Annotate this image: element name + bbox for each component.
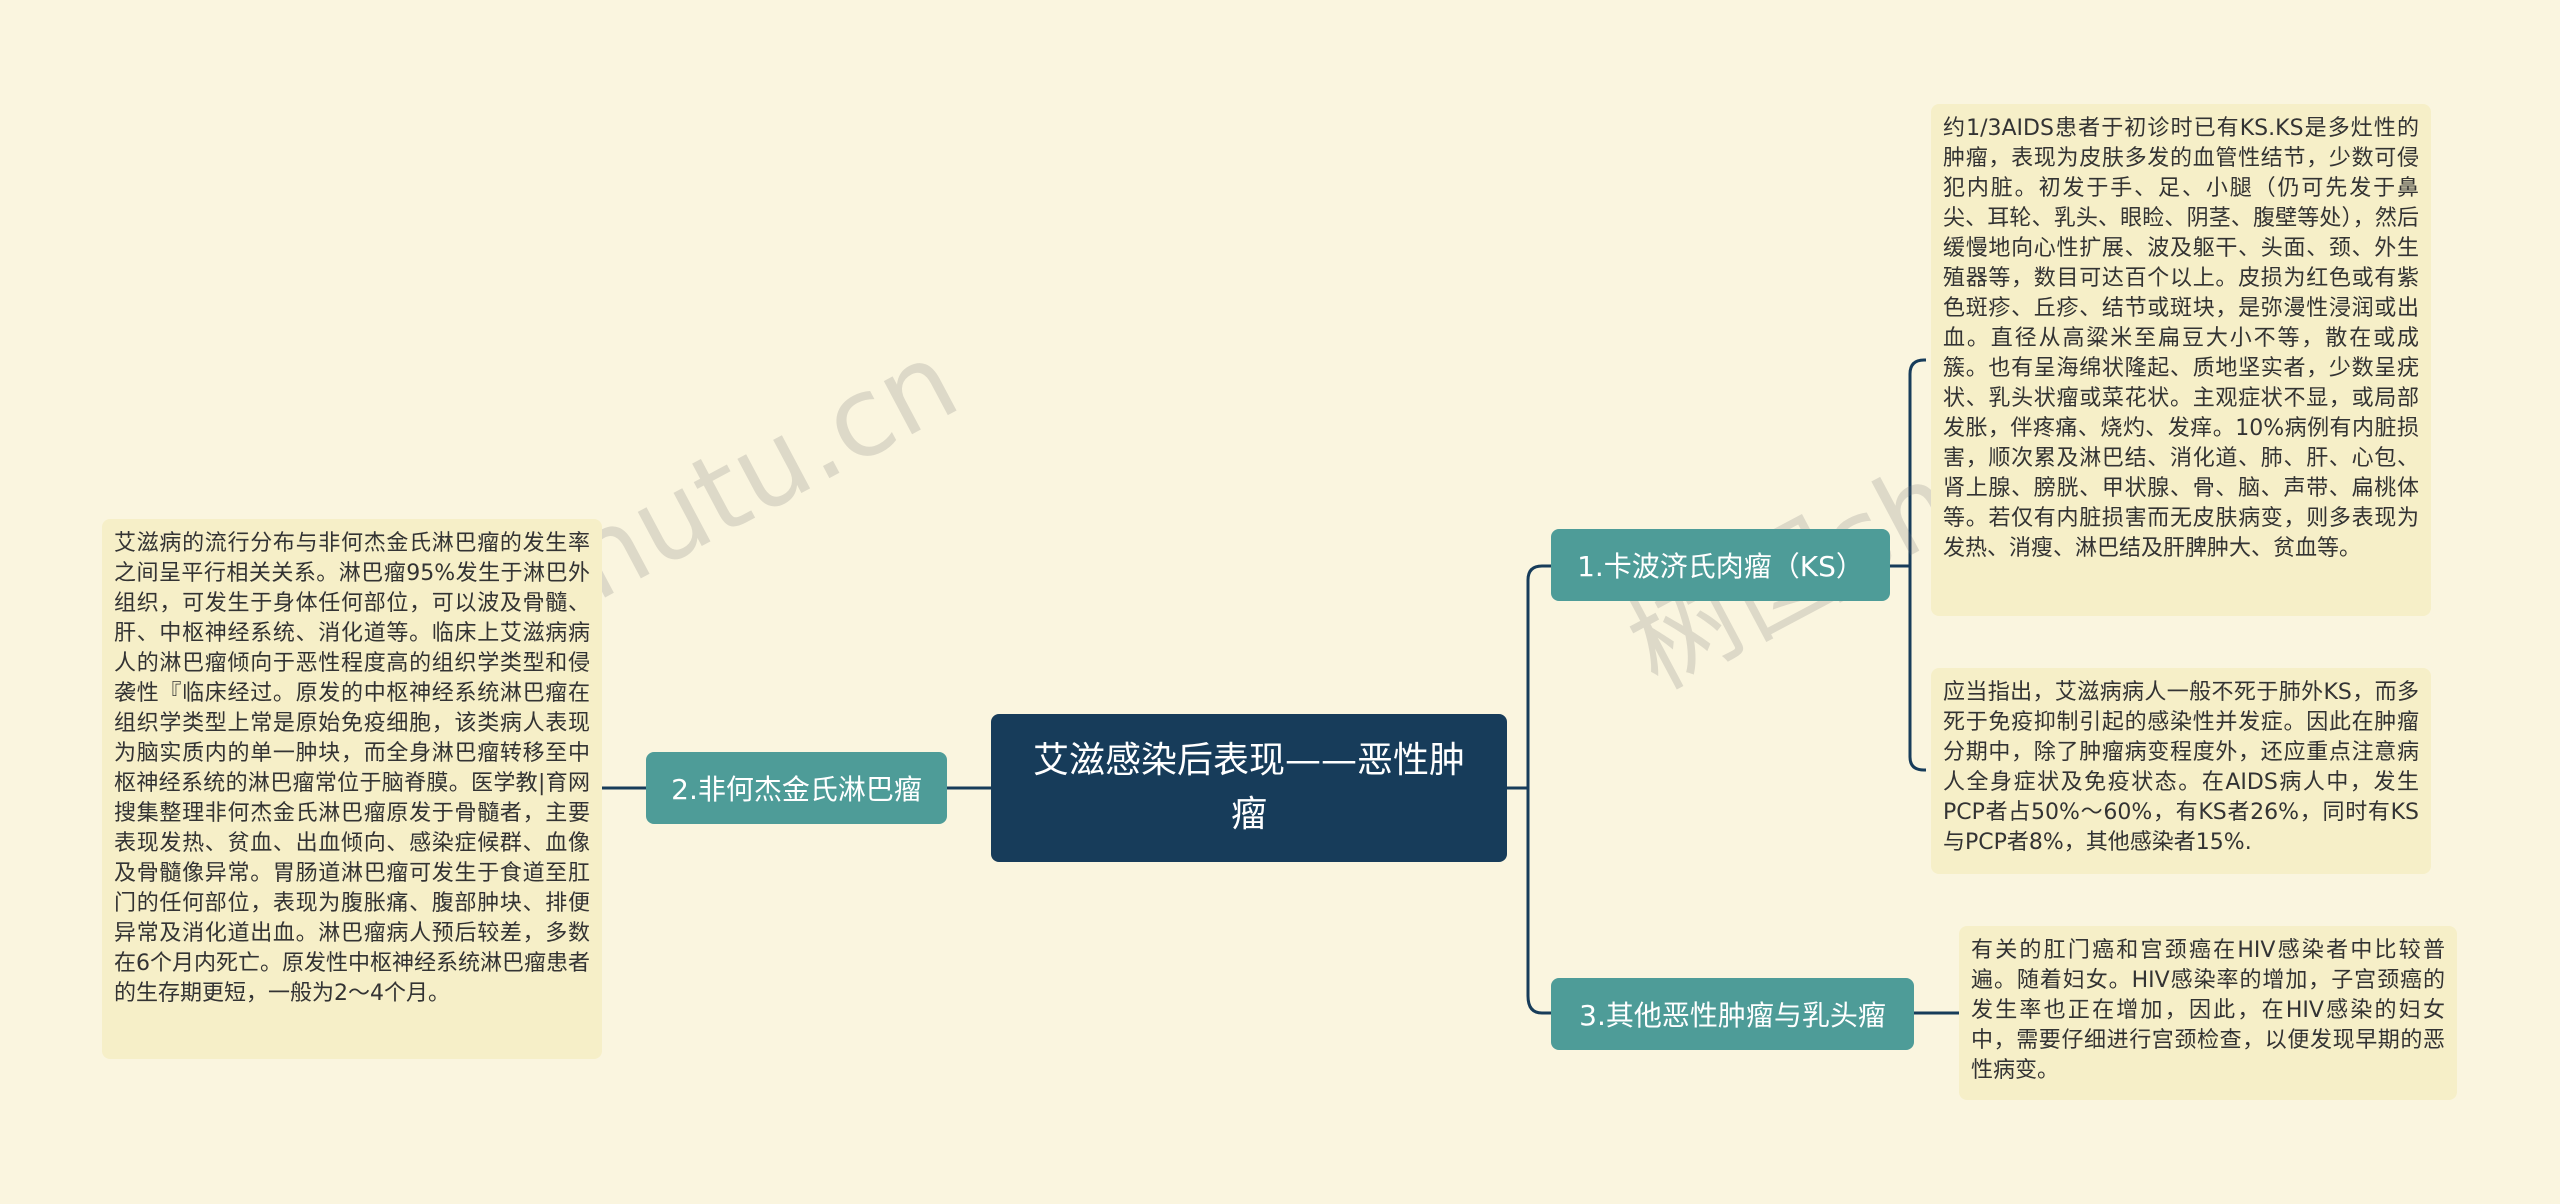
branch-label: 1.卡波济氏肉瘤（KS）: [1577, 550, 1864, 583]
branch-other-tumors[interactable]: 3.其他恶性肿瘤与乳头瘤: [1551, 978, 1914, 1050]
connector-ks-leaf2: [1908, 566, 1926, 772]
root-topic-label: 艾滋感染后表现——恶性肿瘤: [1032, 740, 1465, 835]
connector-ks-leaf1: [1908, 358, 1926, 566]
leaf-text: 约1/3AIDS患者于初诊时已有KS.KS是多灶性的肿瘤，表现为皮肤多发的血管性…: [1943, 116, 2419, 561]
leaf-ks-description[interactable]: 约1/3AIDS患者于初诊时已有KS.KS是多灶性的肿瘤，表现为皮肤多发的血管性…: [1931, 104, 2431, 616]
leaf-text: 有关的肛门癌和宫颈癌在HIV感染者中比较普遍。随着妇女。HIV感染率的增加，子宫…: [1971, 938, 2445, 1083]
connector-root-ks: [1507, 564, 1551, 790]
branch-non-hodgkin-lymphoma[interactable]: 2.非何杰金氏淋巴瘤: [646, 752, 947, 824]
branch-kaposi-sarcoma[interactable]: 1.卡波济氏肉瘤（KS）: [1551, 529, 1890, 601]
leaf-text: 艾滋病的流行分布与非何杰金氏淋巴瘤的发生率之间呈平行相关关系。淋巴瘤95%发生于…: [114, 531, 590, 1006]
leaf-ks-prognosis[interactable]: 应当指出，艾滋病病人一般不死于肺外KS，而多死于免疫抑制引起的感染性并发症。因此…: [1931, 668, 2431, 874]
leaf-lymphoma-description[interactable]: 艾滋病的流行分布与非何杰金氏淋巴瘤的发生率之间呈平行相关关系。淋巴瘤95%发生于…: [102, 519, 602, 1059]
root-topic[interactable]: 艾滋感染后表现——恶性肿瘤: [991, 714, 1507, 862]
connector-root-other: [1507, 786, 1551, 1015]
leaf-text: 应当指出，艾滋病病人一般不死于肺外KS，而多死于免疫抑制引起的感染性并发症。因此…: [1943, 680, 2419, 855]
branch-label: 2.非何杰金氏淋巴瘤: [671, 773, 922, 806]
leaf-other-tumors-description[interactable]: 有关的肛门癌和宫颈癌在HIV感染者中比较普遍。随着妇女。HIV感染率的增加，子宫…: [1959, 926, 2457, 1100]
branch-label: 3.其他恶性肿瘤与乳头瘤: [1579, 999, 1886, 1032]
